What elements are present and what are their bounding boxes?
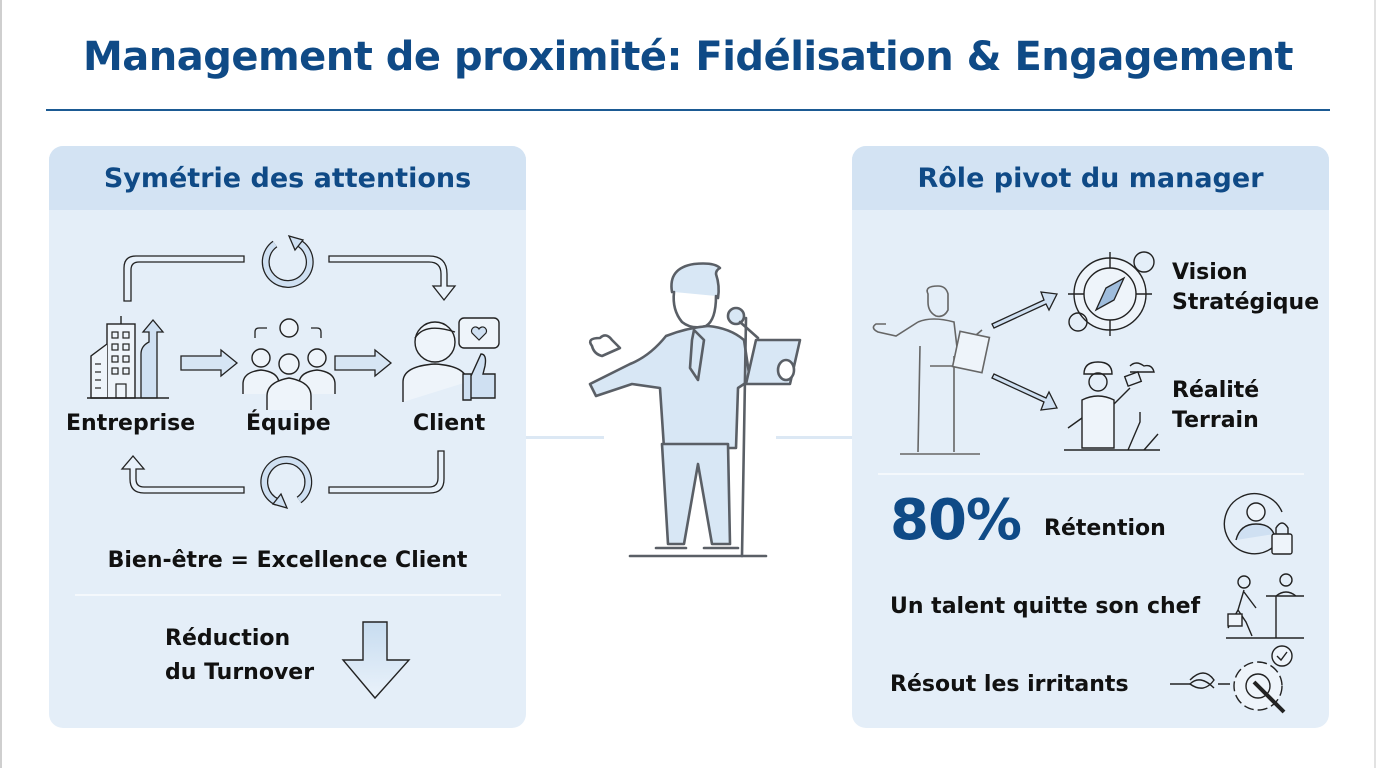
user-lock-icon: [1223, 493, 1293, 555]
fact-text-talent: Un talent quitte son chef: [890, 594, 1201, 619]
down-arrow-to-terrain-icon: [991, 373, 1058, 411]
manager-role-heading: Rôle pivot du manager: [852, 146, 1329, 210]
node-label-client: Client: [413, 411, 486, 436]
left-panel-divider: [75, 594, 501, 596]
happy-client-icon: [402, 317, 500, 402]
refresh-cycle-icon: [261, 234, 314, 288]
manager-role-panel: Rôle pivot du manager Vision Stratégique: [852, 146, 1329, 728]
down-arrow-icon: [341, 621, 411, 700]
knot-gear-wrench-icon: [1170, 645, 1293, 714]
node-label-entreprise: Entreprise: [66, 411, 196, 436]
frame-border-left: [0, 0, 2, 768]
manager-speaker-icon: [588, 262, 802, 558]
manager-small-icon: [872, 285, 991, 455]
outcome-text-line1: Réduction: [165, 626, 291, 651]
left-connector-line: [526, 436, 604, 439]
equation-text: Bien-être = Excellence Client: [107, 548, 468, 573]
node-label-equipe: Équipe: [246, 411, 331, 436]
building-growth-icon: [87, 316, 169, 399]
retention-stat-label: Rétention: [1044, 516, 1166, 541]
up-arrow-to-vision-icon: [991, 291, 1058, 329]
frame-border-right: [1374, 0, 1376, 768]
team-icon: [242, 318, 336, 410]
terrain-label-line1: Réalité: [1172, 378, 1260, 403]
right-panel-divider: [878, 473, 1304, 475]
fact-text-irritants: Résout les irritants: [890, 672, 1129, 697]
retention-stat-value: 80%: [890, 488, 1022, 553]
person-leaving-icon: [1226, 573, 1304, 639]
vision-label-line1: Vision: [1172, 260, 1248, 285]
refresh-cycle-icon: [260, 456, 313, 510]
symmetry-panel: Symétrie des attentions: [49, 146, 526, 728]
vision-label-line2: Stratégique: [1172, 290, 1320, 315]
page-title: Management de proximité: Fidélisation & …: [82, 34, 1294, 80]
symmetry-panel-heading: Symétrie des attentions: [49, 146, 526, 210]
right-connector-line: [776, 436, 852, 439]
top-loop-arrow-icon: [120, 255, 457, 494]
terrain-label-line2: Terrain: [1172, 408, 1259, 433]
outcome-text-line2: du Turnover: [165, 660, 315, 685]
title-divider: [46, 109, 1330, 111]
compass-gears-icon: [1068, 251, 1155, 336]
field-worker-icon: [1064, 361, 1160, 451]
